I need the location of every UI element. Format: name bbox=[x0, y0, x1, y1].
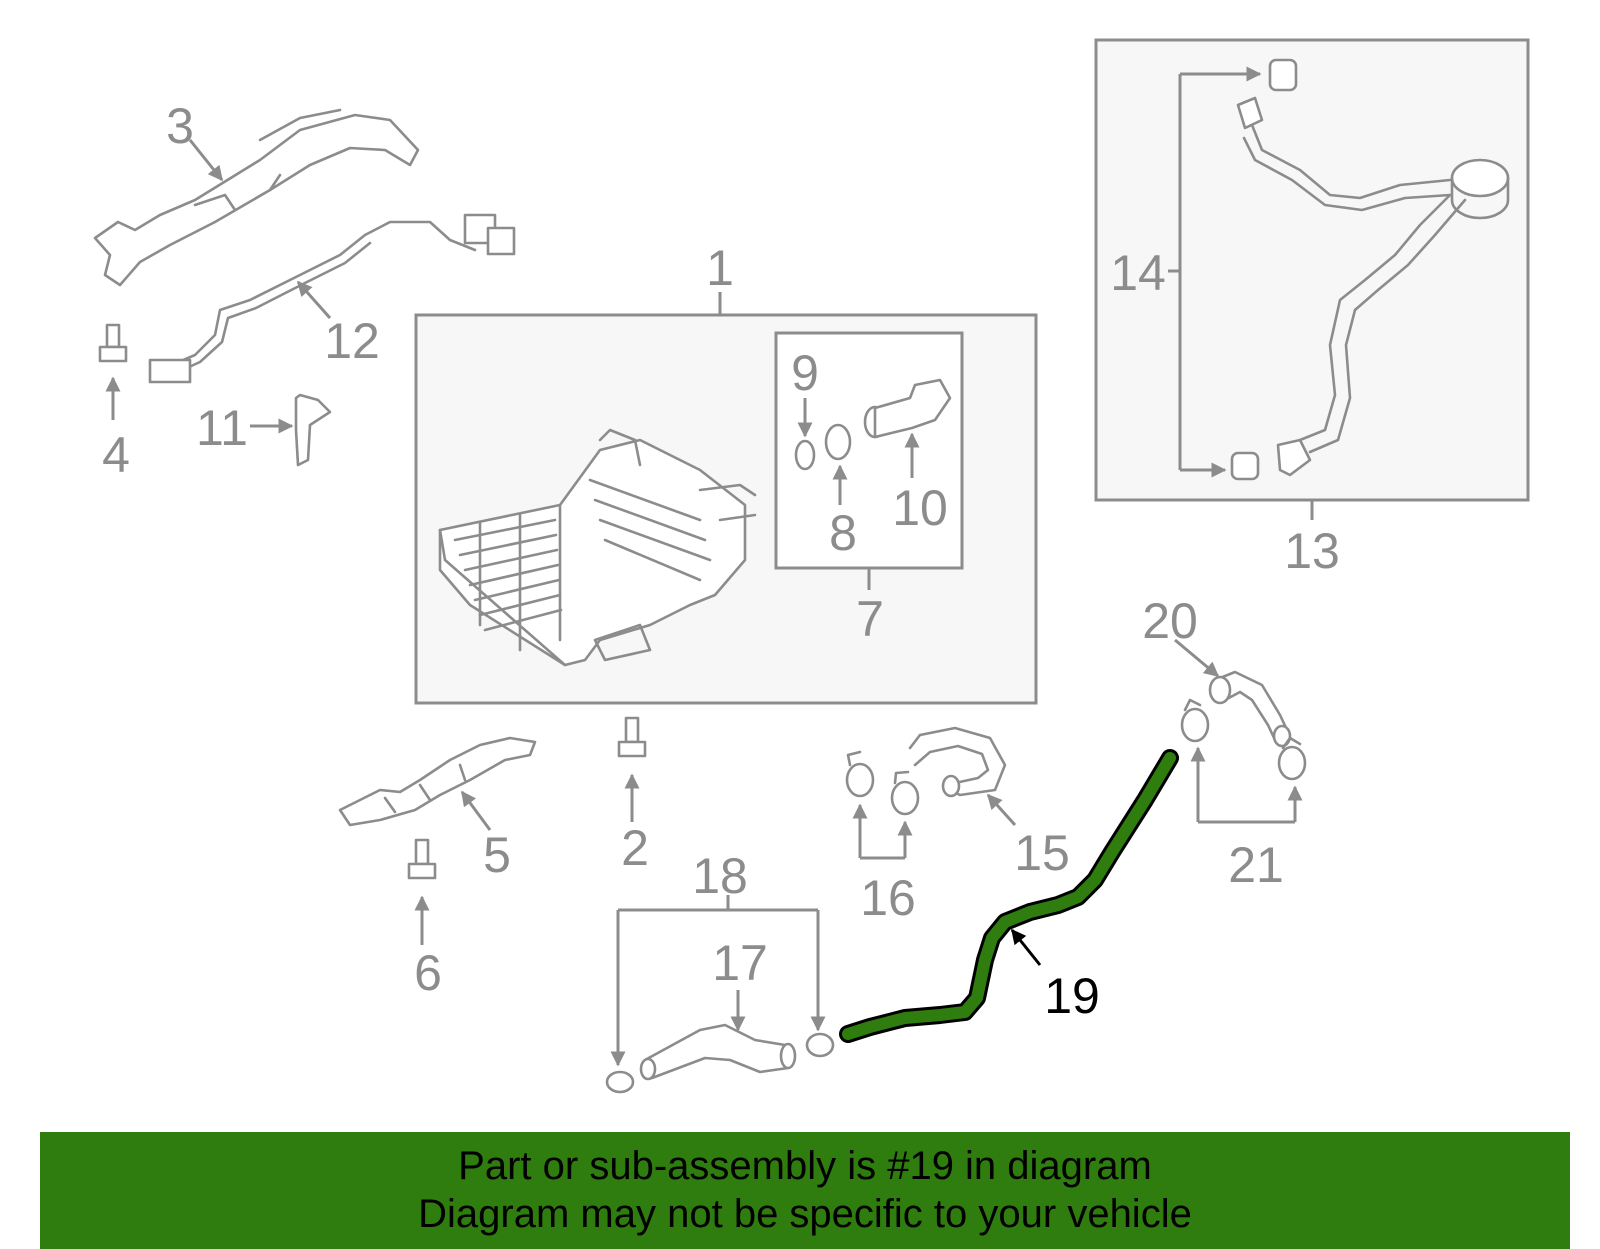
callout-6: 6 bbox=[414, 945, 442, 1001]
callout-4: 4 bbox=[102, 427, 130, 483]
part-19-hose-highlighted bbox=[839, 749, 1179, 1043]
callout-18: 18 bbox=[692, 848, 748, 904]
callout-14: 14 bbox=[1110, 245, 1166, 301]
callout-12: 12 bbox=[324, 313, 380, 369]
callout-2: 2 bbox=[621, 820, 649, 876]
part-20-hose bbox=[1174, 638, 1292, 748]
callout-7: 7 bbox=[856, 591, 884, 647]
info-banner: Part or sub-assembly is #19 in diagram D… bbox=[40, 1132, 1570, 1249]
callout-10: 10 bbox=[892, 480, 948, 536]
part-3-bracket bbox=[93, 108, 420, 287]
callout-15: 15 bbox=[1014, 825, 1070, 881]
callout-5: 5 bbox=[483, 827, 511, 883]
callout-1: 1 bbox=[706, 240, 734, 296]
part-12-harness bbox=[148, 213, 516, 384]
callout-21: 21 bbox=[1228, 837, 1284, 893]
part-4-bolt bbox=[98, 323, 128, 420]
callout-19: 19 bbox=[1044, 968, 1100, 1024]
banner-line-disclaimer: Diagram may not be specific to your vehi… bbox=[418, 1192, 1192, 1236]
banner-line-part: Part or sub-assembly is #19 in diagram bbox=[458, 1144, 1152, 1188]
part-21-clamps bbox=[1180, 698, 1307, 824]
part-5-bracket bbox=[338, 736, 537, 831]
callout-17: 17 bbox=[712, 935, 768, 991]
callout-16: 16 bbox=[860, 870, 916, 926]
part-11-clip bbox=[250, 393, 332, 467]
part-18-hose-assembly bbox=[605, 895, 835, 1094]
callout-3: 3 bbox=[166, 98, 194, 154]
part-15-hose bbox=[908, 726, 1017, 827]
part-13-hose-assembly bbox=[1094, 38, 1530, 520]
part-6-bolt bbox=[407, 838, 437, 945]
callout-11: 11 bbox=[196, 400, 248, 456]
callout-9: 9 bbox=[791, 345, 819, 401]
callout-13: 13 bbox=[1284, 523, 1340, 579]
part-2-bolt bbox=[617, 716, 647, 822]
part-16-clamps bbox=[845, 750, 920, 860]
callout-20: 20 bbox=[1142, 593, 1198, 649]
part-7-valve-kit bbox=[774, 331, 964, 590]
callout-8: 8 bbox=[829, 505, 857, 561]
